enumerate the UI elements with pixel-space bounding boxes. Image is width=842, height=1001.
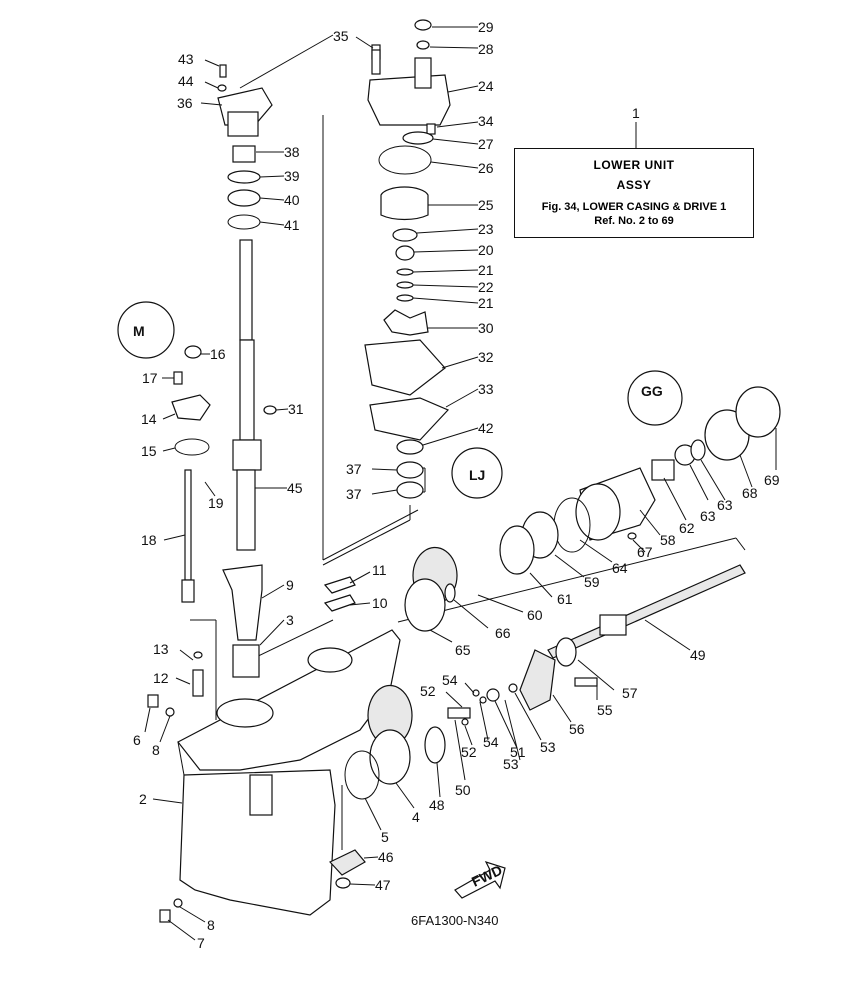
leader-lines	[144, 26, 777, 941]
callout-34: 34	[478, 113, 494, 129]
callout-20: 20	[478, 242, 494, 258]
water-pump-housing	[367, 19, 451, 135]
callout-8b: 8	[207, 917, 215, 933]
callout-12: 12	[153, 670, 169, 686]
callout-24: 24	[478, 78, 494, 94]
callout-47: 47	[375, 877, 391, 893]
callout-51: 51	[510, 744, 526, 760]
callout-49: 49	[690, 647, 706, 663]
callout-55: 55	[597, 702, 613, 718]
callout-28: 28	[478, 41, 494, 57]
callout-30: 30	[478, 320, 494, 336]
callout-65: 65	[455, 642, 471, 658]
callout-25: 25	[478, 197, 494, 213]
callout-60: 60	[527, 607, 543, 623]
callout-57: 57	[622, 685, 638, 701]
lower-casing	[177, 629, 401, 916]
callout-53b: 53	[503, 756, 519, 772]
callout-27: 27	[478, 136, 494, 152]
callout-23: 23	[478, 221, 494, 237]
callout-61: 61	[557, 591, 573, 607]
callout-1: 1	[632, 105, 640, 121]
callout-43: 43	[178, 51, 194, 67]
callout-21b: 21	[478, 295, 494, 311]
callout-labels: 29 28 35 43 44 36 24 34 27 1 26 38 39 40…	[133, 19, 780, 951]
callout-2: 2	[139, 791, 147, 807]
callout-46: 46	[378, 849, 394, 865]
callout-22: 22	[478, 279, 494, 295]
callout-26: 26	[478, 160, 494, 176]
callout-19: 19	[208, 495, 224, 511]
lj-badge: LJ	[451, 447, 503, 499]
callout-21a: 21	[478, 262, 494, 278]
m-badge: M	[117, 301, 175, 359]
callout-58: 58	[660, 532, 676, 548]
title-line-1: LOWER UNIT	[593, 158, 675, 172]
gg-badge-text: GG	[641, 383, 663, 399]
callout-4: 4	[412, 809, 420, 825]
callout-42: 42	[478, 420, 494, 436]
callout-35: 35	[333, 28, 349, 44]
pump-stack-parts	[364, 131, 450, 499]
callout-59: 59	[584, 574, 600, 590]
propeller-shaft-parts	[147, 386, 781, 923]
callout-13: 13	[153, 641, 169, 657]
callout-10: 10	[372, 595, 388, 611]
callout-54b: 54	[483, 734, 499, 750]
callout-63a: 63	[700, 508, 716, 524]
callout-63b: 63	[717, 497, 733, 513]
callout-66: 66	[495, 625, 511, 641]
callout-40: 40	[284, 192, 300, 208]
callout-56: 56	[569, 721, 585, 737]
callout-3: 3	[286, 612, 294, 628]
callout-48: 48	[429, 797, 445, 813]
callout-14: 14	[141, 411, 157, 427]
callout-69: 69	[764, 472, 780, 488]
callout-6: 6	[133, 732, 141, 748]
assembly-title-box: LOWER UNIT ASSY Fig. 34, LOWER CASING & …	[514, 148, 754, 238]
fwd-arrow: FWD	[454, 861, 506, 899]
callout-52a: 52	[420, 683, 436, 699]
callout-53a: 53	[540, 739, 556, 755]
callout-7: 7	[197, 935, 205, 951]
gg-badge: GG	[627, 370, 683, 426]
callout-67: 67	[637, 544, 653, 560]
callout-41: 41	[284, 217, 300, 233]
callout-39: 39	[284, 168, 300, 184]
callout-50: 50	[455, 782, 471, 798]
callout-9: 9	[286, 577, 294, 593]
callout-33: 33	[478, 381, 494, 397]
callout-62: 62	[679, 520, 695, 536]
callout-52b: 52	[461, 744, 477, 760]
callout-38: 38	[284, 144, 300, 160]
callout-5: 5	[381, 829, 389, 845]
callout-44: 44	[178, 73, 194, 89]
callout-15: 15	[141, 443, 157, 459]
callout-18: 18	[141, 532, 157, 548]
callout-54a: 54	[442, 672, 458, 688]
callout-37b: 37	[346, 486, 362, 502]
title-line-4: Ref. No. 2 to 69	[594, 215, 674, 227]
m-badge-text: M	[133, 323, 145, 339]
callout-37a: 37	[346, 461, 362, 477]
callout-36: 36	[177, 95, 193, 111]
title-line-3: Fig. 34, LOWER CASING & DRIVE 1	[541, 201, 727, 213]
callout-45: 45	[287, 480, 303, 496]
callout-68: 68	[742, 485, 758, 501]
callout-17: 17	[142, 370, 158, 386]
title-line-2: ASSY	[616, 178, 652, 192]
callout-29: 29	[478, 19, 494, 35]
drive-shaft-parts	[171, 49, 381, 697]
drawing-code: 6FA1300-N340	[411, 913, 499, 928]
callout-64: 64	[612, 560, 628, 576]
lj-badge-text: LJ	[469, 467, 485, 483]
callout-31: 31	[288, 401, 304, 417]
callout-16: 16	[210, 346, 226, 362]
callout-8a: 8	[152, 742, 160, 758]
callout-11: 11	[372, 562, 387, 578]
callout-32: 32	[478, 349, 494, 365]
